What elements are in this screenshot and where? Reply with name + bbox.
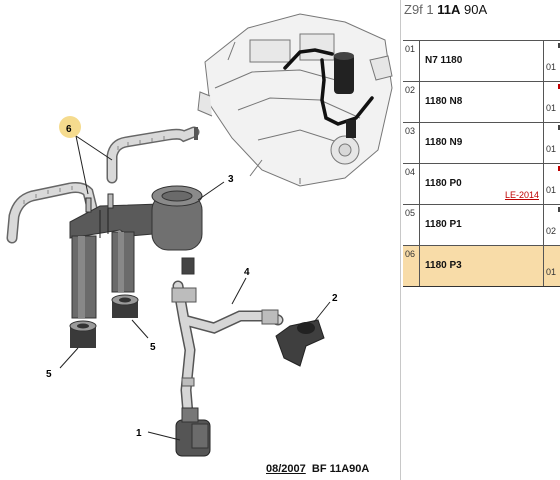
panel-header: Z9f 1 11A 90A — [404, 0, 487, 20]
table-row[interactable]: 01 N7 1180 01 — [403, 41, 560, 82]
callout-6[interactable]: 6 — [66, 124, 72, 135]
callout-2[interactable]: 2 — [332, 293, 338, 304]
part-reference: 1180 N9 — [425, 137, 463, 148]
row-marker — [558, 166, 560, 171]
part-quantity: 01 — [546, 267, 557, 277]
row-index: 04 — [403, 164, 420, 204]
seal-right — [111, 294, 139, 318]
panel-divider — [400, 0, 401, 480]
callout-3[interactable]: 3 — [228, 174, 234, 185]
part-reference: 1180 P1 — [425, 219, 462, 230]
header-model: 11A — [437, 2, 461, 17]
diagram-footer: 08/2007 BF 11A90A — [266, 463, 369, 475]
return-pipe — [171, 280, 284, 420]
row-marker — [558, 125, 560, 130]
part-quantity: 01 — [546, 144, 557, 154]
part-quantity: 01 — [546, 185, 557, 195]
header-prefix: Z9f — [404, 2, 423, 17]
part-quantity: 01 — [546, 103, 557, 113]
callout-6-badge — [59, 116, 81, 138]
elbow-hose — [275, 319, 325, 367]
leader-lines — [59, 135, 331, 441]
footer-date: 08/2007 — [266, 463, 306, 475]
header-code: 90A — [464, 2, 488, 17]
header-mid: 1 — [426, 2, 434, 17]
callout-5-right[interactable]: 5 — [150, 342, 156, 353]
check-valve — [175, 407, 211, 457]
table-row[interactable]: 02 1180 N8 01 — [403, 82, 560, 123]
part-reference: 1180 P0 — [425, 178, 462, 189]
table-row[interactable]: 03 1180 N9 01 — [403, 123, 560, 164]
row-marker — [558, 84, 560, 89]
oil-separator-body — [69, 185, 203, 319]
row-index: 05 — [403, 205, 420, 245]
breather-hose-lower — [6, 182, 98, 244]
row-index: 06 — [403, 246, 420, 286]
engine-highlight-separator — [334, 52, 356, 138]
callout-1[interactable]: 1 — [136, 428, 142, 439]
row-index: 03 — [403, 123, 420, 163]
table-row[interactable]: 05 1180 P1 02 — [403, 205, 560, 246]
callout-4[interactable]: 4 — [244, 267, 250, 278]
row-marker — [558, 207, 560, 212]
row-marker — [558, 43, 560, 48]
callout-5-left[interactable]: 5 — [46, 369, 52, 380]
part-quantity: 02 — [546, 226, 557, 236]
breather-hose-upper — [106, 126, 200, 184]
part-quantity: 01 — [546, 62, 557, 72]
engine-code-link[interactable]: LE-2014 — [504, 190, 539, 200]
engine-illustration — [197, 13, 393, 187]
row-index: 01 — [403, 41, 420, 81]
parts-diagram: 6 3 4 2 5 5 1 — [6, 13, 393, 457]
footer-ref: BF 11A90A — [311, 463, 370, 475]
table-row-selected[interactable]: 06 1180 P3 01 — [403, 246, 560, 287]
row-index: 02 — [403, 82, 420, 122]
table-row[interactable]: 04 1180 P0 LE-2014 01 — [403, 164, 560, 205]
part-reference: 1180 N8 — [425, 96, 463, 107]
parts-table: 01 N7 1180 01 02 1180 N8 01 03 1180 N9 0… — [403, 40, 560, 287]
part-reference: N7 1180 — [425, 55, 463, 66]
seal-left — [69, 320, 97, 348]
part-reference: 1180 P3 — [425, 260, 462, 271]
